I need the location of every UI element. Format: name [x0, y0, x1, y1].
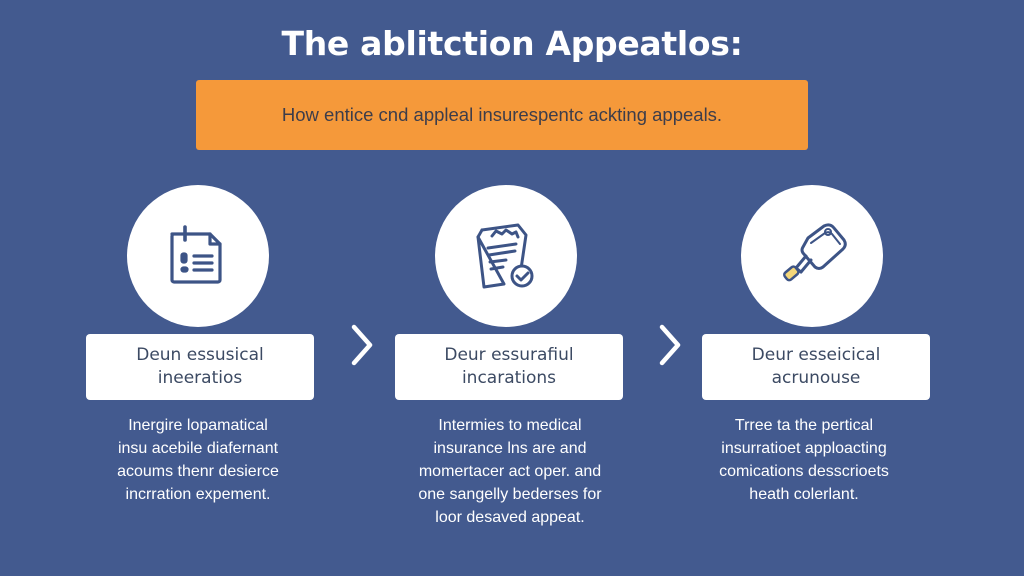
description-line: incrration expement.: [125, 486, 271, 503]
step-3-label-line-1: Deur esseicical: [751, 345, 881, 365]
description-line: one sangelly bederses for: [418, 486, 602, 503]
banner-text: How entice cnd appleal insurespentc ackt…: [281, 104, 723, 125]
description-line: Intermies to medical: [438, 417, 582, 434]
step-2-description: Intermies to medical insurance lns are a…: [380, 414, 640, 529]
step-2-icon-circle: [435, 185, 577, 327]
description-line: Inergire lopamatical: [128, 417, 268, 434]
description-line: insu acebile diafernant: [117, 440, 279, 457]
step-1-description: Inergire lopamatical insu acebile diafer…: [68, 414, 328, 506]
chevron-right-icon: [351, 324, 373, 366]
chevron-right-icon: [659, 324, 681, 366]
step-2-label: Deur essurafiul incarations: [395, 334, 623, 400]
description-line: heath colerlant.: [749, 486, 859, 503]
description-line: loor desaved appeat.: [435, 509, 585, 526]
description-line: insurratioet apploacting: [721, 440, 887, 457]
step-3-icon-circle: [741, 185, 883, 327]
step-1-label-line-1: Deun essusical: [136, 345, 264, 365]
description-line: acoums thenr desierce: [117, 463, 279, 480]
key-icon: [783, 223, 847, 282]
clipboard-list-icon: [170, 225, 222, 284]
description-line: Trree ta the pertical: [734, 417, 874, 434]
step-1-label: Deun essusical ineeratios: [86, 334, 314, 400]
step-3-label-line-2: acrunouse: [771, 368, 861, 388]
subtitle-banner: How entice cnd appleal insurespentc ackt…: [196, 80, 808, 150]
step-3-label: Deur esseicical acrunouse: [702, 334, 930, 400]
description-line: momertacer act oper. and: [418, 463, 602, 480]
step-1-label-line-2: ineeratios: [157, 368, 243, 388]
document-check-icon: [476, 223, 534, 289]
step-1-icon-circle: [127, 185, 269, 327]
step-2-label-line-1: Deur essurafiul: [444, 345, 574, 365]
description-line: insurance lns are and: [433, 440, 587, 457]
page-title: The ablitction Appeatlos:: [281, 24, 743, 63]
step-2-label-line-2: incarations: [461, 368, 557, 388]
description-line: comications desscrioets: [719, 463, 889, 480]
step-3-description: Trree ta the pertical insurratioet applo…: [674, 414, 934, 506]
